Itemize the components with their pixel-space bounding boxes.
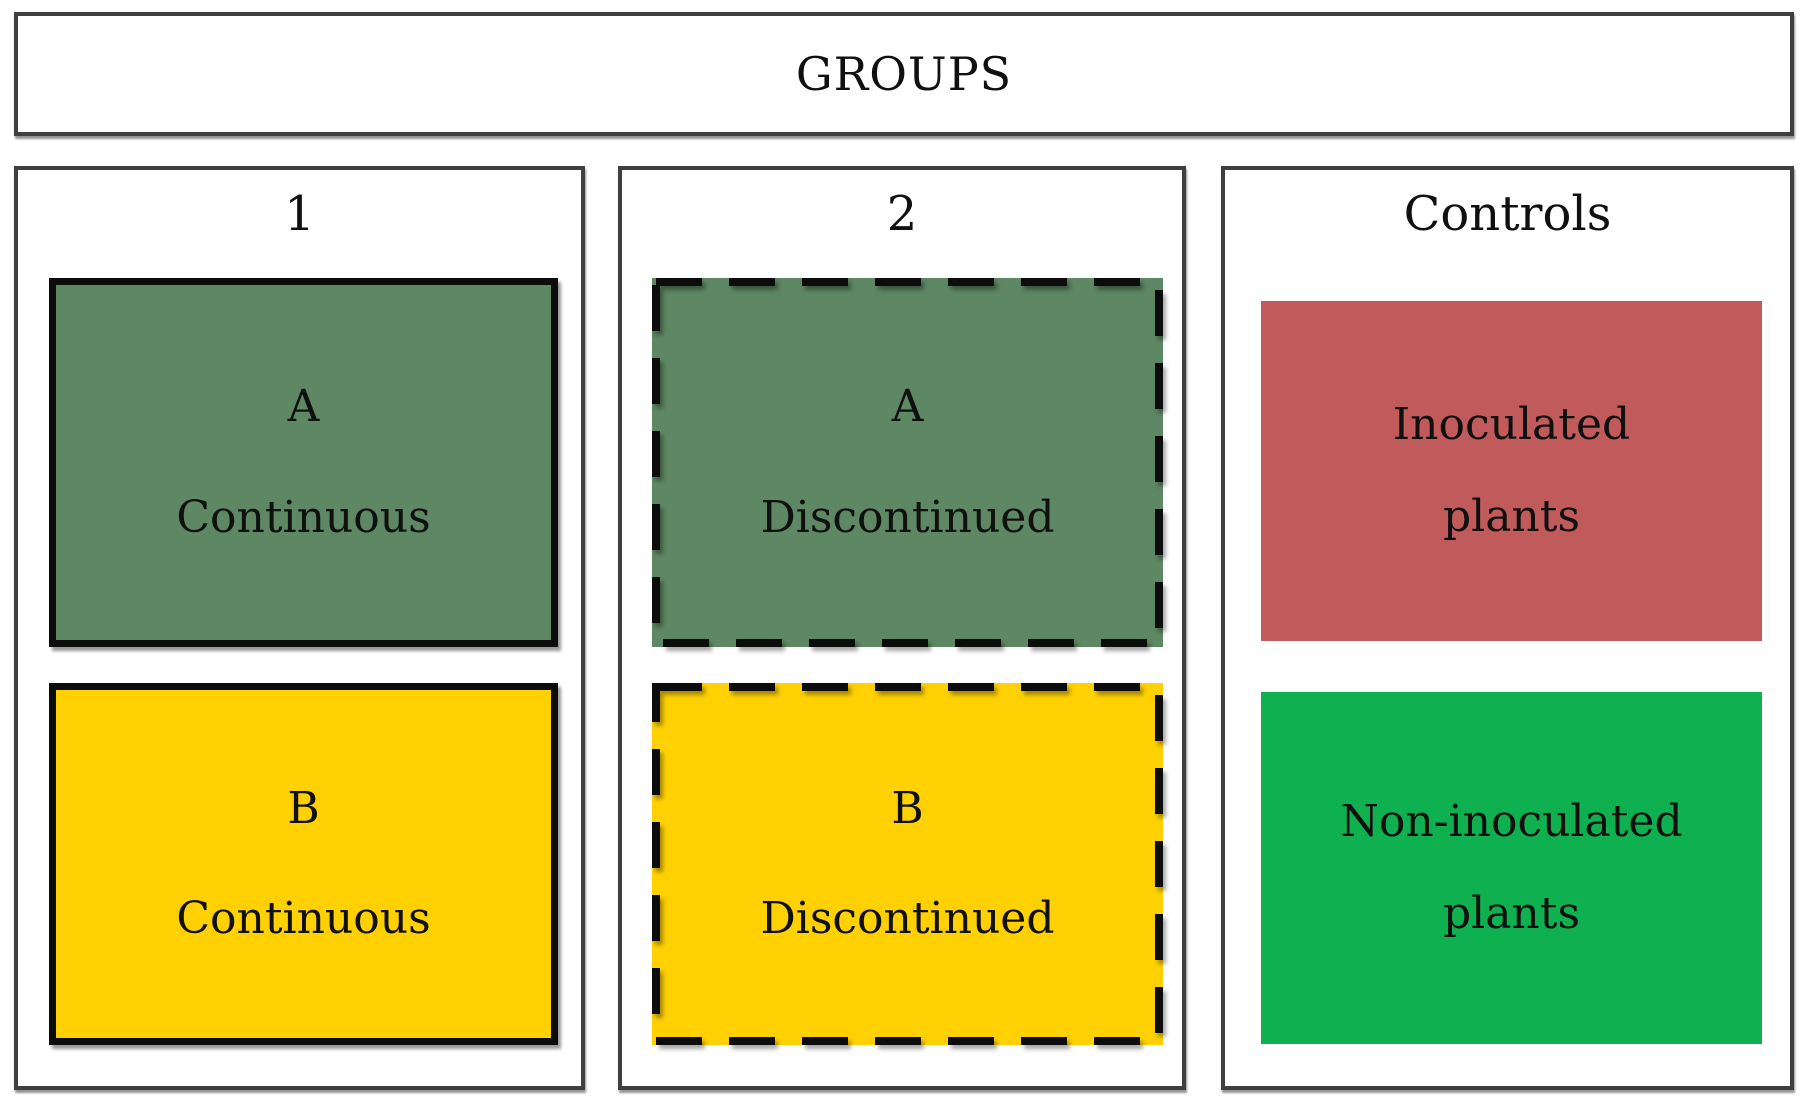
cell-b-continuous: B Continuous xyxy=(49,683,558,1045)
cell-inoculated-line2: plants xyxy=(1442,491,1581,542)
column-2-label: 2 xyxy=(886,186,918,242)
groups-header-box: GROUPS xyxy=(14,12,1794,136)
cell-inoculated-plants: Inoculated plants xyxy=(1261,301,1762,641)
cell-a-continuous-word: Continuous xyxy=(176,491,431,543)
column-controls-label: Controls xyxy=(1403,186,1612,242)
cell-a-discontinued: A Discontinued xyxy=(652,278,1163,647)
cell-a-continuous: A Continuous xyxy=(49,278,558,647)
cell-b-continuous-word: Continuous xyxy=(176,893,431,944)
dashed-border-icon xyxy=(652,278,1163,647)
cell-a-discontinued-letter: A xyxy=(891,381,924,433)
cell-b-discontinued: B Discontinued xyxy=(652,683,1163,1045)
groups-title: GROUPS xyxy=(795,47,1013,101)
column-group-2: 2 A Discontinued B Discontinued xyxy=(618,166,1186,1090)
column-controls: Controls Inoculated plants Non-inoculate… xyxy=(1221,166,1794,1090)
dashed-border-icon xyxy=(652,683,1163,1045)
cell-inoculated-line1: Inoculated xyxy=(1392,398,1631,450)
cell-b-discontinued-letter: B xyxy=(891,782,924,834)
cell-non-inoculated-line1: Non-inoculated xyxy=(1340,795,1683,847)
cell-b-continuous-letter: B xyxy=(287,782,320,834)
cell-b-discontinued-word: Discontinued xyxy=(760,893,1055,944)
column-group-1: 1 A Continuous B Continuous xyxy=(14,166,585,1090)
column-1-label: 1 xyxy=(284,186,315,242)
cell-a-continuous-letter: A xyxy=(287,381,320,433)
cell-non-inoculated-line2: plants xyxy=(1442,888,1581,939)
cell-a-discontinued-word: Discontinued xyxy=(760,491,1055,543)
cell-non-inoculated-plants: Non-inoculated plants xyxy=(1261,692,1762,1044)
